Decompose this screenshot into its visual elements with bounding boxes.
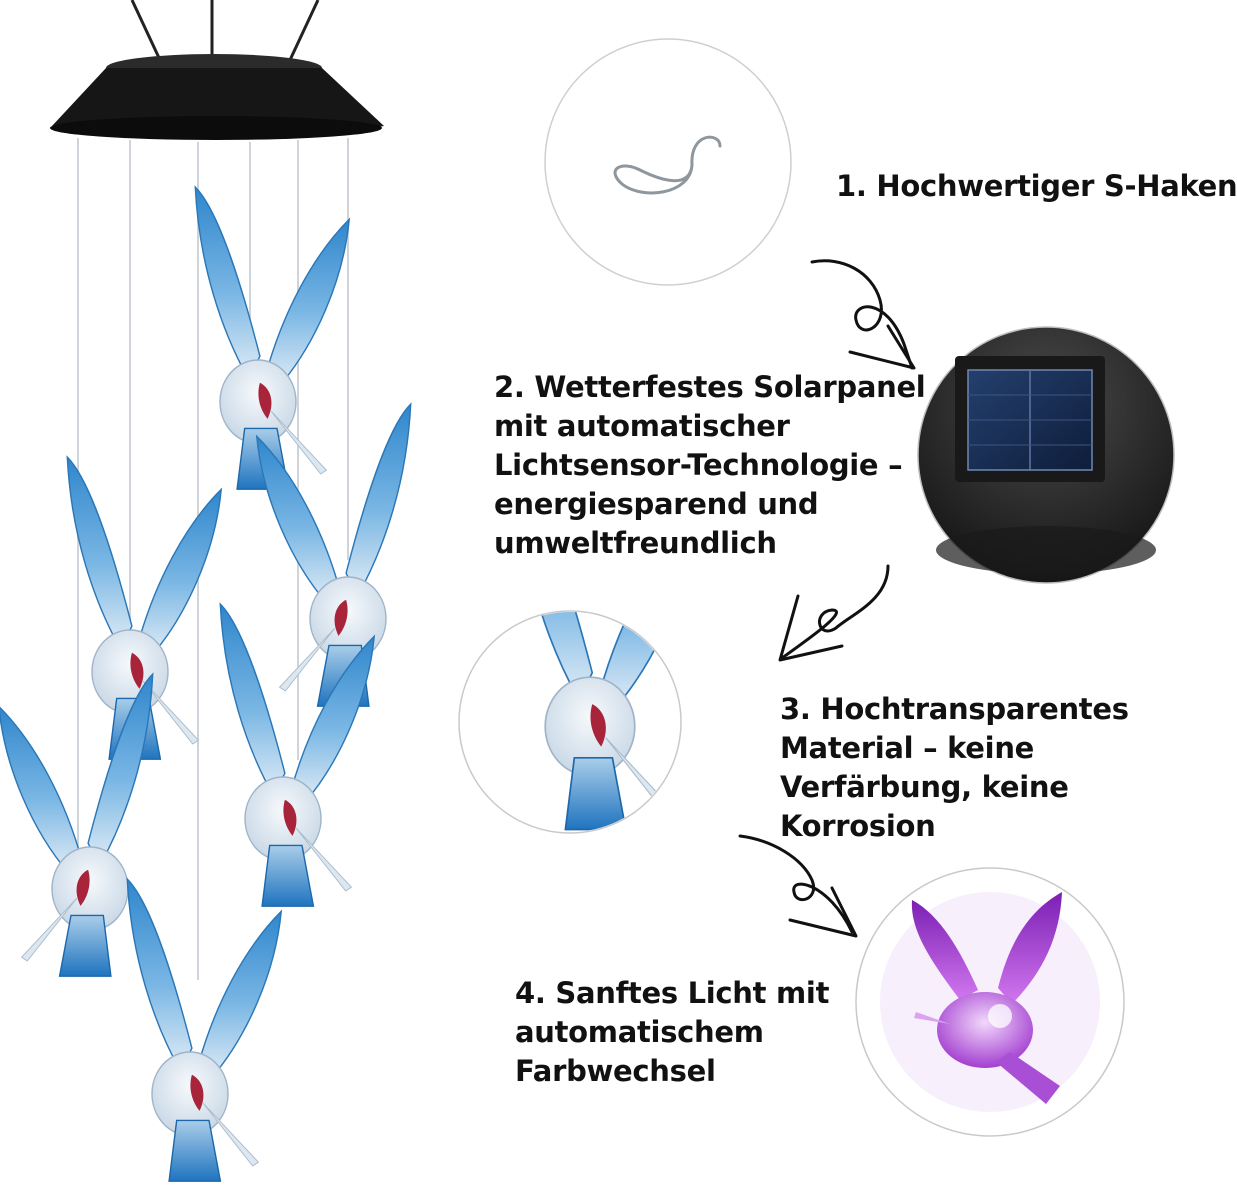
feature-4-caption: 4. Sanftes Licht mit automatischem Farbw… (515, 974, 829, 1091)
caption-line: mit automatischer (494, 409, 790, 443)
caption-line: automatischem (515, 1015, 764, 1049)
caption-line: Material – keine (780, 731, 1035, 765)
feature-4-image (855, 867, 1125, 1137)
caption-line: Korrosion (780, 809, 936, 843)
caption-line: 4. Sanftes Licht mit (515, 976, 830, 1010)
caption-line: 3. Hochtransparentes (780, 692, 1129, 726)
solar-lid (50, 54, 384, 140)
arrows (738, 259, 916, 938)
arrow-icon (738, 834, 854, 934)
caption-line: energiesparend und (494, 487, 819, 521)
feature-1-caption: 1. Hochwertiger S-Haken (836, 167, 1237, 206)
wind-chime (0, 0, 412, 1182)
feature-2-caption: 2. Wetterfestes Solarpanel mit automatis… (494, 368, 926, 563)
product-illustration (0, 0, 1175, 1182)
arrow-icon (810, 259, 914, 370)
hummingbird-figures (0, 186, 412, 1182)
caption-line: 1. Hochwertiger S-Haken (836, 169, 1237, 203)
solar-panel-icon (967, 369, 1093, 471)
caption-line: Verfärbung, keine (780, 770, 1069, 804)
caption-line: 2. Wetterfestes Solarpanel (494, 370, 926, 404)
feature-3-caption: 3. Hochtransparentes Material – keine Ve… (780, 690, 1129, 846)
s-hook-icon (613, 135, 722, 195)
caption-line: Lichtsensor-Technologie – (494, 448, 903, 482)
arrow-icon (780, 564, 890, 660)
feature-2-image (917, 326, 1175, 584)
feature-3-image (458, 610, 682, 834)
caption-line: Farbwechsel (515, 1054, 716, 1088)
feature-1-image (544, 38, 792, 286)
caption-line: umweltfreundlich (494, 526, 777, 560)
